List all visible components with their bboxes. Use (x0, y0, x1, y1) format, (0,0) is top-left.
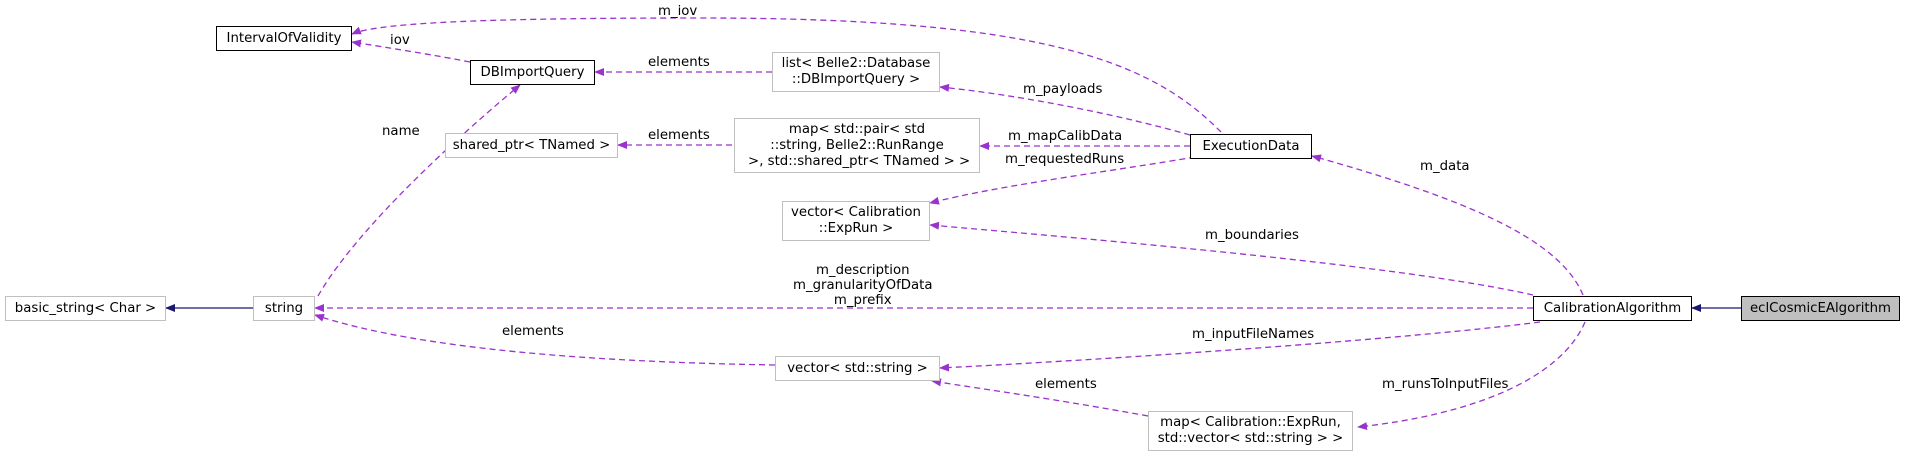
edge-elements-vec (314, 314, 776, 366)
node-shared-ptr-tnamed: shared_ptr< TNamed > (445, 133, 618, 158)
edge-m-runstoinputfiles (1357, 321, 1586, 431)
node-db-import-query: DBImportQuery (470, 60, 595, 85)
node-calibration-algorithm: CalibrationAlgorithm (1533, 296, 1692, 321)
label-elements-map: elements (1035, 377, 1097, 392)
label-name: name (382, 124, 420, 139)
node-basic-string-char: basic_string< Char > (5, 296, 166, 321)
node-vector-std-string: vector< std::string > (775, 356, 940, 381)
label-m-payloads: m_payloads (1023, 82, 1103, 97)
edge-iov (351, 39, 471, 63)
label-m-runstoinputfiles: m_runsToInputFiles (1382, 377, 1509, 392)
node-map-pair-runrange: map< std::pair< std ::string, Belle2::Ru… (734, 118, 980, 173)
node-execution-data: ExecutionData (1190, 134, 1312, 159)
label-elements-vec: elements (502, 324, 564, 339)
edge-m-payloads (939, 83, 1191, 136)
label-m-data: m_data (1420, 159, 1470, 174)
edge-elements-map (931, 378, 1149, 417)
edge-m-data (1311, 154, 1584, 296)
node-list-db-import-query: list< Belle2::Database ::DBImportQuery > (772, 52, 940, 92)
node-string: string (253, 296, 315, 321)
label-m-iov: m_iov (658, 4, 698, 19)
edge-m-iov (351, 17, 1222, 133)
edge-name (317, 84, 521, 297)
label-elements-list: elements (648, 55, 710, 70)
edge-m-inputfilenames (939, 321, 1541, 372)
edge-m-requestedruns (929, 156, 1196, 205)
label-m-inputfilenames: m_inputFileNames (1192, 327, 1315, 342)
label-m-string-members: m_description m_granularityOfData m_pref… (793, 263, 933, 308)
node-interval-of-validity: IntervalOfValidity (216, 26, 352, 51)
node-vector-calibration-exprun: vector< Calibration ::ExpRun > (782, 201, 930, 241)
edge-m-boundaries (929, 221, 1534, 296)
label-m-requestedruns: m_requestedRuns (1005, 152, 1125, 167)
node-map-calibration-vector: map< Calibration::ExpRun, std::vector< s… (1148, 411, 1353, 451)
label-iov: iov (390, 33, 410, 48)
label-m-mapcalibdata: m_mapCalibData (1008, 129, 1123, 144)
label-elements-shared: elements (648, 128, 710, 143)
label-m-boundaries: m_boundaries (1205, 228, 1299, 243)
node-ecl-cosmic-e-algorithm: eclCosmicEAlgorithm (1741, 296, 1900, 321)
